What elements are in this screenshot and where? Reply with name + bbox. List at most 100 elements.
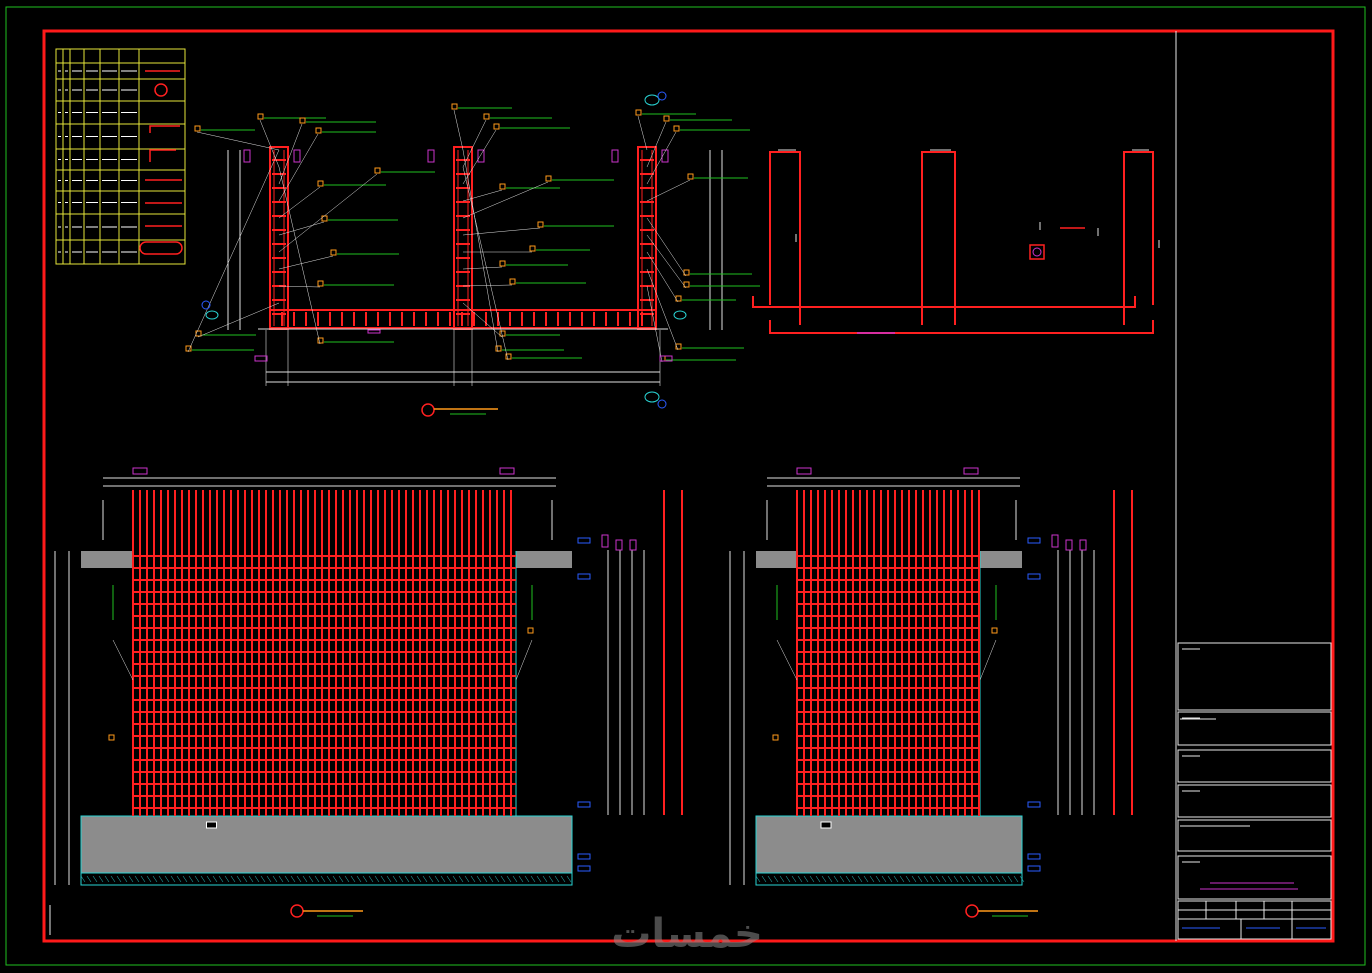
hatch-line: [122, 875, 128, 883]
section-tag: [293, 149, 301, 163]
lean-concrete: [80, 872, 573, 886]
outer-border: [5, 6, 1366, 966]
section-marker: [965, 904, 979, 918]
rebar-callout-tag: [315, 127, 322, 134]
leader-line: [646, 251, 679, 303]
lean-concrete: [755, 872, 1023, 886]
leader-line: [278, 166, 321, 345]
leader-line: [197, 302, 280, 338]
schedule-border: [55, 48, 186, 265]
section-marker: [290, 904, 304, 918]
bottom-bar: [769, 320, 1154, 334]
level-tag: [577, 537, 591, 544]
elevation-right-view: [729, 467, 1133, 918]
leader-line: [462, 129, 497, 185]
hatch-line: [356, 875, 362, 883]
rebar-callout-tag: [374, 167, 381, 174]
bar-schedule-table: [55, 48, 186, 265]
grid-bubble: [673, 310, 687, 320]
hatch-line: [158, 875, 164, 883]
leader-line: [646, 234, 687, 289]
grid-bubble: [657, 399, 667, 409]
leader-line: [462, 302, 503, 338]
hatch-line: [458, 875, 464, 883]
rebar-callout-tag: [317, 280, 324, 287]
leader-line: [278, 133, 319, 202]
hatch-line: [434, 875, 440, 883]
hatch-line: [791, 875, 797, 883]
section-tag: [659, 355, 673, 362]
rebar-callout-tag: [663, 115, 670, 122]
grid-bubble: [205, 310, 219, 320]
leader-line: [462, 189, 503, 202]
hatch-line: [296, 875, 302, 883]
rebar-callout-tag: [451, 103, 458, 110]
section-tag: [1065, 539, 1073, 551]
hatch-line: [308, 875, 314, 883]
leader-line: [462, 227, 541, 236]
wall-opening: [133, 551, 516, 568]
hatch-line: [761, 875, 767, 883]
hatch-line: [230, 875, 236, 883]
leader-line: [187, 149, 280, 353]
section-tag: [499, 467, 515, 475]
level-tag: [1027, 537, 1041, 544]
hatch-line: [833, 875, 839, 883]
hatch-line: [470, 875, 476, 883]
leader-line: [462, 284, 513, 287]
hatch-line: [200, 875, 206, 883]
hatch-line: [773, 875, 779, 883]
hatch-line: [977, 875, 983, 883]
leader-line: [462, 181, 549, 219]
section-tag: [661, 149, 669, 163]
leader-line: [637, 115, 648, 151]
leader-line: [278, 173, 378, 253]
leader-line: [462, 149, 499, 353]
sheet-frame: [5, 6, 1366, 966]
rebar-callout-tag: [108, 734, 115, 741]
hatch-line: [314, 875, 320, 883]
hatch-line: [893, 875, 899, 883]
title-block-cell: [1177, 819, 1332, 852]
foundation-block: [755, 815, 1023, 874]
level-tag: [577, 801, 591, 808]
hatch-line: [899, 875, 905, 883]
hatch-line: [803, 875, 809, 883]
hatch-line: [941, 875, 947, 883]
rebar-callout-tag: [509, 278, 516, 285]
hatch-line: [863, 875, 869, 883]
level-tag: [577, 573, 591, 580]
leader-line: [776, 639, 798, 681]
hatch-line: [875, 875, 881, 883]
section-tag: [615, 539, 623, 551]
level-tag: [577, 853, 591, 860]
rebar-callout-tag: [499, 260, 506, 267]
hatch-line: [965, 875, 971, 883]
hatch-line: [971, 875, 977, 883]
rebar-callout-tag: [537, 221, 544, 228]
hatch-line: [128, 875, 134, 883]
hatch-line: [554, 875, 560, 883]
bar-shape-leg: [1123, 151, 1154, 305]
hatch-line: [392, 875, 398, 883]
section-tag: [254, 355, 268, 362]
title-block-cell: [1177, 784, 1332, 818]
drain-symbol: [820, 821, 832, 829]
hatch-line: [272, 875, 278, 883]
hatch-line: [530, 875, 536, 883]
rebar-callout-tag: [194, 125, 201, 132]
hatch-line: [320, 875, 326, 883]
hatch-line: [464, 875, 470, 883]
rebar-callout-tag: [635, 109, 642, 116]
hatch-line: [80, 875, 86, 883]
leader-line: [979, 639, 997, 681]
grid-bubble: [644, 94, 660, 106]
bottom-bar: [752, 296, 1136, 308]
hatch-line: [92, 875, 98, 883]
rebar-callout-tag: [299, 117, 306, 124]
section-marker: [421, 403, 435, 417]
level-tag: [577, 865, 591, 872]
hatch-line: [212, 875, 218, 883]
rebar-callout-tag: [675, 343, 682, 350]
bar-shape-detail: [752, 149, 1160, 334]
